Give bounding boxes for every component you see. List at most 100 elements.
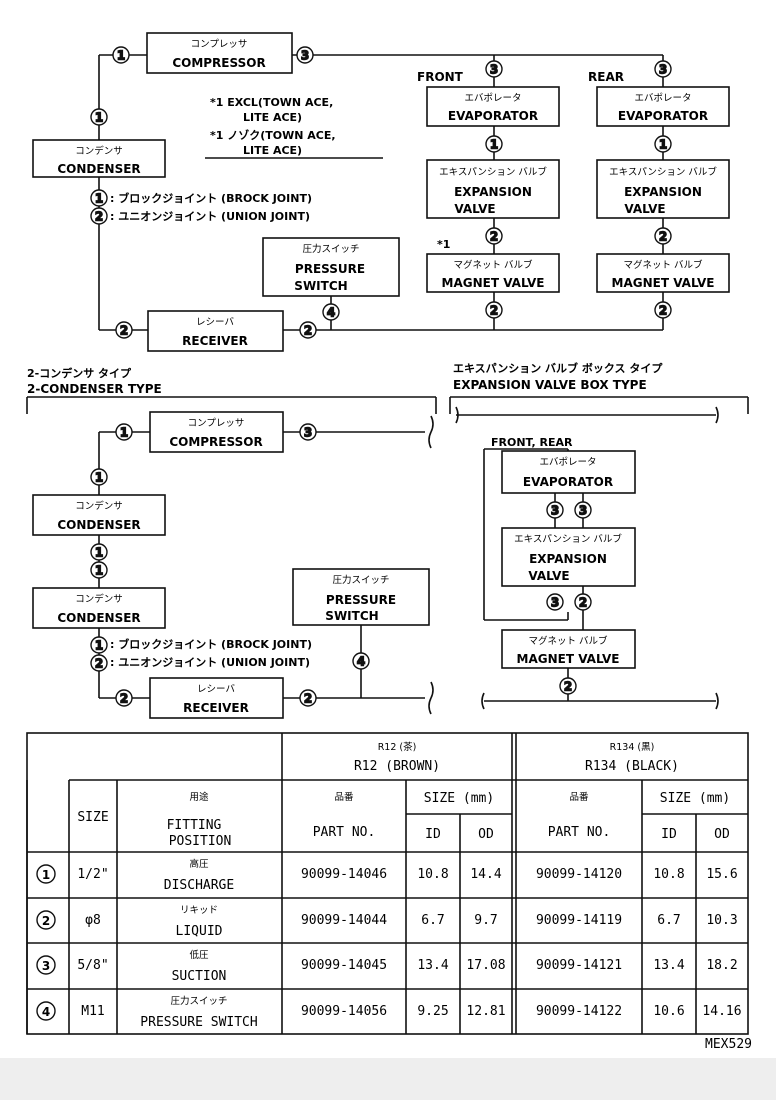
r12-size-header: SIZE (mm) (424, 791, 494, 806)
joint2-legend: : ユニオンジョイント (UNION JOINT) (110, 210, 310, 223)
condenser-a-jp-label: コンデンサ (75, 500, 123, 512)
row-joint-marker: 2 (36, 910, 56, 930)
r134-part-cell: 90099-14120 (536, 867, 622, 882)
rear-evaporator-jp-label: エバポレータ (634, 93, 691, 104)
rear-expansion-label-2: VALVE (624, 202, 665, 216)
svg-text:4: 4 (357, 655, 365, 669)
svg-text:1: 1 (42, 868, 50, 882)
joint-marker-1: 1 (90, 108, 108, 126)
r12-id-cell: 10.8 (417, 867, 448, 882)
r134-size-header: SIZE (mm) (660, 791, 730, 806)
expansion-box-title-jp: エキスパンション バルブ ボックス タイプ (453, 361, 663, 375)
svg-text:1: 1 (490, 138, 498, 152)
pressure-switch-2-label-2: SWITCH (325, 609, 378, 623)
fitting-position-jp-cell: 高圧 (189, 858, 209, 870)
condenser-b-label: CONDENSER (57, 611, 140, 625)
svg-text:2: 2 (304, 692, 312, 706)
fitting-position-cell: DISCHARGE (164, 878, 234, 893)
joint-marker-2: 2 (299, 321, 317, 339)
rear-evaporator-label: EVAPORATOR (618, 109, 708, 123)
joint2-legend-2: : ユニオンジョイント (UNION JOINT) (110, 656, 310, 669)
pressure-switch-2-label-1: PRESSURE (326, 593, 396, 607)
fitting-position-jp-cell: 低圧 (189, 949, 209, 961)
joint-marker-2: 2 (559, 677, 577, 695)
joint-marker-1: 1 (654, 135, 672, 153)
box-expansion-jp-label: エキスパンション バルブ (514, 533, 622, 545)
r12-od-cell: 9.7 (474, 913, 497, 928)
expansion-box-title: EXPANSION VALVE BOX TYPE (453, 378, 647, 392)
svg-text:3: 3 (42, 959, 50, 973)
front-expansion-label-1: EXPANSION (454, 185, 532, 199)
joint-marker-1: 1 (485, 135, 503, 153)
r12-part-header-jp: 品番 (334, 791, 354, 803)
front-expansion-label-2: VALVE (454, 202, 495, 216)
r134-header-jp: R134 (黒) (610, 742, 655, 753)
joint-marker-4: 4 (322, 303, 340, 321)
joint-marker-3: 3 (299, 423, 317, 441)
note2-line2: LITE ACE) (243, 144, 302, 157)
r134-od-cell: 15.6 (706, 867, 737, 882)
joint-marker-2: 2 (115, 321, 133, 339)
svg-text:1: 1 (95, 639, 103, 653)
joint-marker-1: 1 (90, 561, 108, 579)
rear-expansion-jp-label: エキスパンション バルブ (609, 166, 717, 178)
front-label: FRONT (417, 70, 464, 84)
fitting-position-cell: SUCTION (172, 969, 227, 984)
r134-od-cell: 14.16 (702, 1004, 741, 1019)
svg-text:2: 2 (490, 304, 498, 318)
r12-part-header: PART NO. (313, 825, 376, 840)
box-expansion-label-2: VALVE (528, 569, 569, 583)
svg-text:3: 3 (659, 63, 667, 77)
condenser-jp-label: コンデンサ (75, 145, 123, 157)
joint-marker-2: 2 (654, 301, 672, 319)
joint-marker-3: 3 (546, 593, 564, 611)
joint-marker-3: 3 (574, 501, 592, 519)
front-magnet-label: MAGNET VALVE (442, 276, 545, 290)
compressor-2-label: COMPRESSOR (169, 435, 262, 449)
note1-line2: LITE ACE) (243, 111, 302, 124)
fitting-header-2: POSITION (169, 834, 232, 849)
r12-od-header: OD (478, 827, 494, 842)
r12-part-cell: 90099-14056 (301, 1004, 387, 1019)
svg-text:3: 3 (551, 596, 559, 610)
size-cell: 1/2" (77, 867, 108, 882)
joint-marker-1: 1 (115, 423, 133, 441)
joint-marker-3: 3 (546, 501, 564, 519)
joint-marker-1: 1 (112, 46, 130, 64)
front-evaporator-jp-label: エバポレータ (464, 93, 521, 104)
row-joint-marker: 3 (36, 955, 56, 975)
joint-marker-3: 3 (296, 46, 314, 64)
fitting-position-jp-cell: リキッド (180, 905, 218, 916)
r134-header: R134 (BLACK) (585, 759, 679, 774)
rear-magnet-label: MAGNET VALVE (612, 276, 715, 290)
compressor-2-jp-label: コンプレッサ (188, 418, 245, 429)
joint-marker-2: 2 (115, 689, 133, 707)
joint-marker-1: 1 (90, 468, 108, 486)
front-evaporator-label: EVAPORATOR (448, 109, 538, 123)
r12-id-cell: 9.25 (417, 1004, 448, 1019)
r134-id-cell: 13.4 (653, 958, 684, 973)
svg-text:1: 1 (95, 471, 103, 485)
r12-id-cell: 6.7 (421, 913, 444, 928)
r134-part-cell: 90099-14122 (536, 1004, 622, 1019)
pressure-switch-2-jp-label: 圧力スイッチ (332, 574, 389, 586)
r12-header-jp: R12 (茶) (378, 741, 417, 753)
r134-id-cell: 10.6 (653, 1004, 684, 1019)
r134-part-cell: 90099-14121 (536, 958, 622, 973)
svg-text:2: 2 (659, 230, 667, 244)
receiver-2-jp-label: レシーバ (197, 684, 235, 695)
joint-marker-1: 1 (90, 543, 108, 561)
rear-expansion-label-1: EXPANSION (624, 185, 702, 199)
r134-od-cell: 10.3 (706, 913, 737, 928)
r134-id-header: ID (661, 827, 677, 842)
svg-text:2: 2 (95, 657, 103, 671)
r12-part-cell: 90099-14044 (301, 913, 387, 928)
svg-text:2: 2 (579, 596, 587, 610)
r134-od-header: OD (714, 827, 730, 842)
svg-text:2: 2 (120, 692, 128, 706)
fitting-header-1: FITTING (167, 818, 222, 833)
svg-text:2: 2 (304, 324, 312, 338)
page-footer-band (0, 1058, 776, 1100)
joint-marker-2: 2 (485, 227, 503, 245)
size-cell: 5/8" (77, 958, 108, 973)
